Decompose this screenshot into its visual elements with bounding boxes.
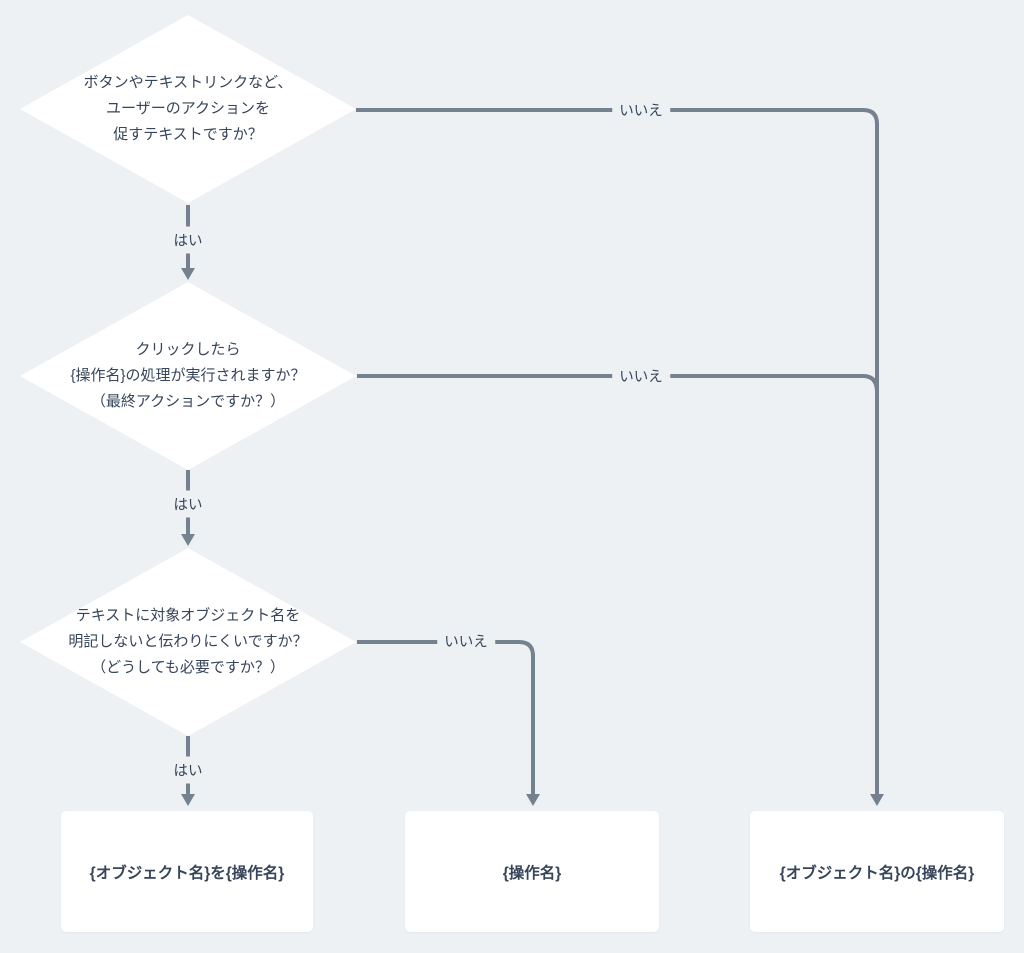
edge-no-3 xyxy=(357,640,535,794)
arrowhead-yes-1 xyxy=(181,268,195,280)
result-text-2: {操作名} xyxy=(502,864,562,882)
arrowhead-no-3 xyxy=(526,794,540,806)
edge-label-yes-3: はい xyxy=(166,756,210,784)
edge-label-yes-2: はい xyxy=(166,490,210,518)
result-node-3: {オブジェクト名}の{操作名} xyxy=(750,811,1004,932)
decision-text-2: クリックしたら {操作名}の処理が実行されますか？ （最終アクションですか？） xyxy=(70,341,306,410)
edge-label-no-3: いいえ xyxy=(437,627,495,655)
edge-label-no-1: いいえ xyxy=(612,96,670,124)
result-node-2: {操作名} xyxy=(405,811,659,932)
arrowhead-yes-2 xyxy=(181,534,195,546)
decision-text-3: テキストに対象オブジェクト名を 明記しないと伝わりにくいですか？ （どうしても必… xyxy=(68,607,308,676)
edge-no-1 xyxy=(356,108,879,794)
result-text-3: {オブジェクト名}の{操作名} xyxy=(779,864,975,882)
result-text-1: {オブジェクト名}を{操作名} xyxy=(89,864,285,882)
arrowhead-no-1 xyxy=(870,794,884,806)
edge-label-yes-1: はい xyxy=(166,226,210,254)
edge-no-2 xyxy=(357,374,879,393)
decision-text-1: ボタンやテキストリンクなど、 ユーザーのアクションを 促すテキストですか？ xyxy=(83,74,293,143)
edge-label-no-2: いいえ xyxy=(612,362,670,390)
arrowhead-yes-3 xyxy=(181,794,195,806)
result-node-1: {オブジェクト名}を{操作名} xyxy=(61,811,313,932)
